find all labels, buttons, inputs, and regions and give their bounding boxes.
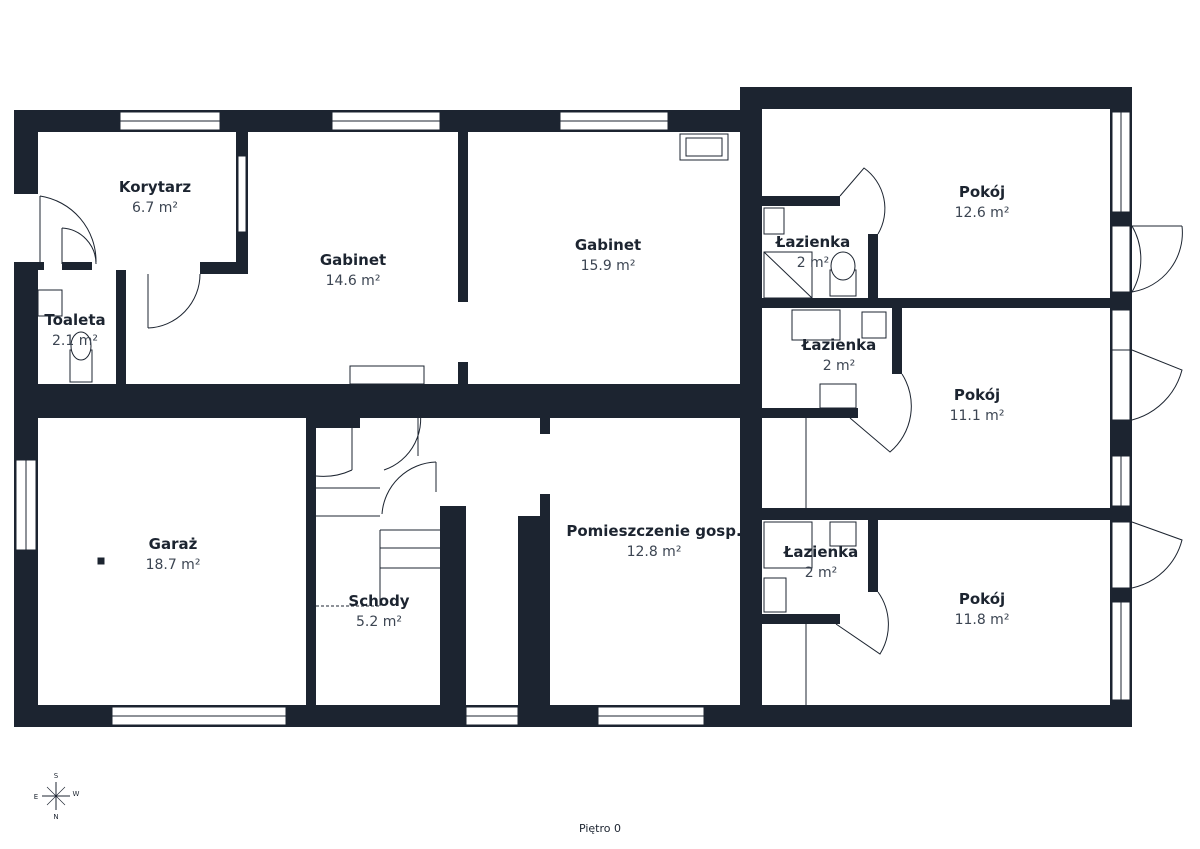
room-area: 15.9 m²	[581, 258, 636, 274]
room-area: 2 m²	[823, 358, 856, 374]
room-name: Pokój	[959, 590, 1005, 608]
room-name: Pomieszczenie gosp.	[566, 522, 741, 540]
doors	[39, 167, 1183, 655]
compass-east: E	[34, 793, 38, 801]
room-area: 2 m²	[797, 255, 830, 271]
compass-icon: S N E W	[34, 772, 80, 821]
windows	[14, 111, 1131, 726]
room-name: Korytarz	[119, 178, 192, 196]
fixtures	[37, 133, 887, 705]
room-name: Garaż	[149, 535, 198, 553]
compass-south: S	[54, 772, 59, 780]
room-area: 12.8 m²	[627, 544, 682, 560]
room-name: Pokój	[959, 183, 1005, 201]
room-area: 5.2 m²	[356, 614, 402, 630]
room-name: Pokój	[954, 386, 1000, 404]
room-area: 12.6 m²	[955, 205, 1010, 221]
room-name: Łazienka	[801, 336, 877, 354]
room-area: 6.7 m²	[132, 200, 178, 216]
room-name: Schody	[348, 592, 409, 610]
room-area: 2.1 m²	[52, 333, 98, 349]
room-name: Gabinet	[320, 251, 386, 269]
room-area: 2 m²	[805, 565, 838, 581]
room-name: Gabinet	[575, 236, 641, 254]
room-name: Łazienka	[775, 233, 851, 251]
room-name: Łazienka	[783, 543, 859, 561]
room-area: 11.1 m²	[950, 408, 1005, 424]
floor-label: Piętro 0	[579, 822, 621, 835]
room-name: Toaleta	[44, 311, 105, 329]
room-area: 14.6 m²	[326, 273, 381, 289]
room-area: 11.8 m²	[955, 612, 1010, 628]
room-area: 18.7 m²	[146, 557, 201, 573]
room-labels: Korytarz 6.7 m² Gabinet 14.6 m² Gabinet …	[44, 178, 1009, 630]
compass-west: W	[73, 790, 80, 798]
compass-north: N	[53, 813, 58, 821]
